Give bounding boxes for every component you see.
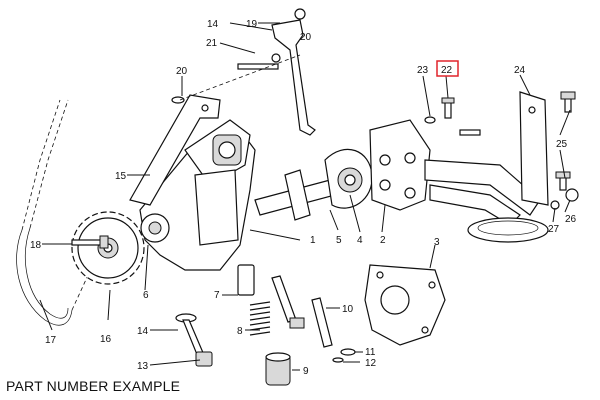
callout-10: 10 — [342, 304, 354, 315]
highlighted-callout-frame — [436, 60, 459, 77]
top-linkage — [171, 8, 316, 136]
callout-2: 2 — [380, 235, 386, 246]
callout-22: 22 — [441, 65, 453, 76]
callout-27: 27 — [548, 224, 560, 235]
callout-16: 16 — [100, 334, 112, 345]
callout-9: 9 — [303, 366, 309, 377]
callout-26: 26 — [565, 214, 577, 225]
callout-23: 23 — [417, 65, 429, 76]
callout-18: 18 — [30, 240, 42, 251]
callout-5: 5 — [336, 235, 342, 246]
callout-17: 17 — [45, 335, 57, 346]
bolt-18 — [71, 235, 109, 249]
callout-14-upper: 14 — [207, 19, 219, 30]
callout-24: 24 — [514, 65, 526, 76]
bottom-bolts — [175, 313, 213, 367]
callout-21: 21 — [206, 38, 218, 49]
pin-and-clips — [311, 297, 356, 363]
callout-20-left: 20 — [176, 66, 188, 77]
callout-6: 6 — [143, 290, 149, 301]
callout-7: 7 — [214, 290, 220, 301]
callout-25: 25 — [556, 139, 568, 150]
callout-3: 3 — [434, 237, 440, 248]
callout-13: 13 — [137, 361, 149, 372]
callout-labels: 1 2 3 4 5 6 7 8 9 10 11 12 13 14 14 15 1… — [30, 19, 577, 377]
bolts-and-washers — [424, 91, 579, 210]
pump-cover — [369, 119, 431, 211]
shaft-assembly — [254, 148, 373, 221]
gasket — [364, 264, 446, 346]
pump-housing — [139, 119, 256, 271]
callout-14-lower: 14 — [137, 326, 149, 337]
pickup-tube — [424, 159, 549, 243]
callout-15: 15 — [115, 171, 127, 182]
callout-20-top: 20 — [300, 32, 312, 43]
bracket — [129, 94, 221, 206]
callout-4: 4 — [357, 235, 363, 246]
callout-1: 1 — [310, 235, 316, 246]
mounting-plate — [519, 91, 549, 206]
chain — [16, 99, 96, 326]
callout-11: 11 — [365, 347, 376, 358]
caption: PART NUMBER EXAMPLE — [6, 378, 181, 394]
leader-lines — [39, 22, 571, 371]
callout-8: 8 — [237, 326, 243, 337]
callout-12: 12 — [365, 358, 377, 369]
callout-19: 19 — [246, 19, 258, 30]
valve-spring-stack — [237, 264, 305, 386]
